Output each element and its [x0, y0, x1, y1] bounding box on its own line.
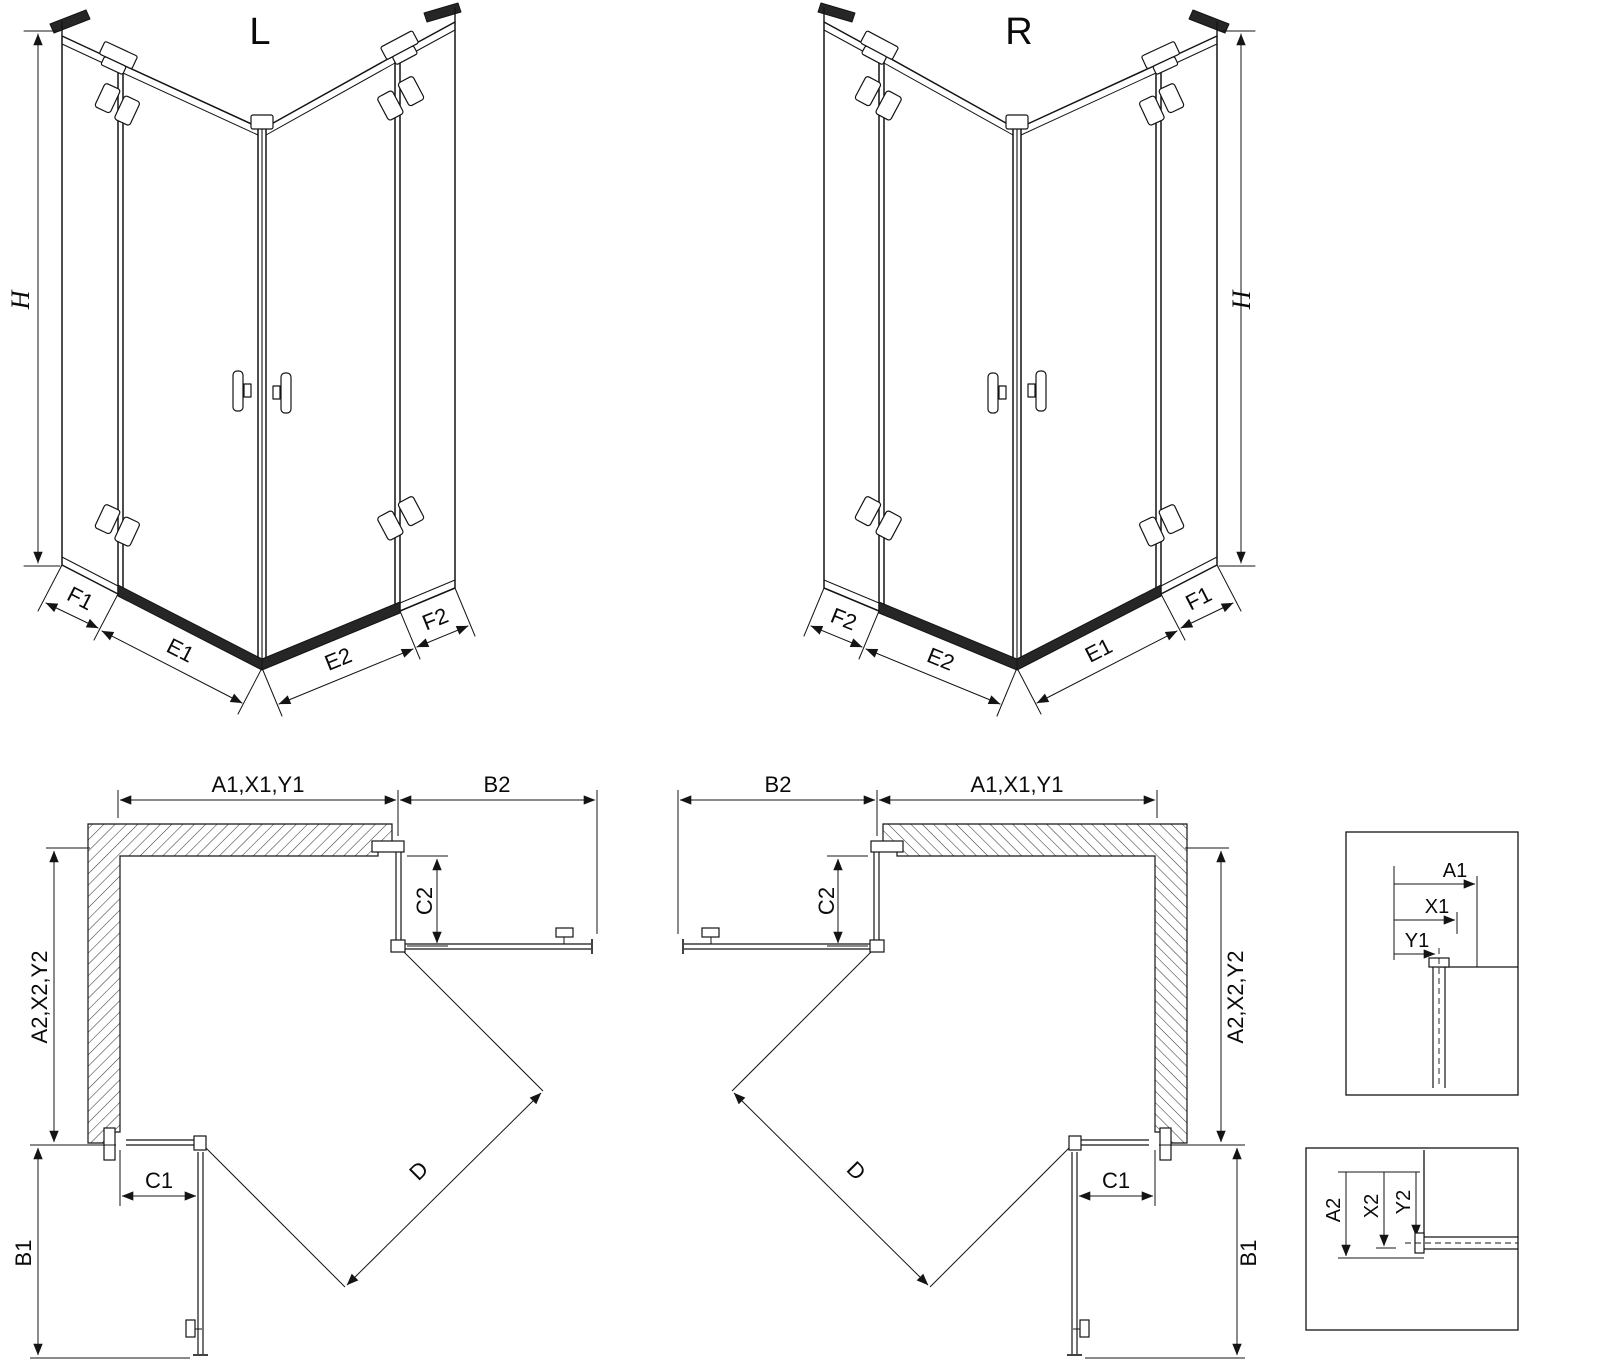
labels: L H F1 E1 E2 F2 R H F2 E2 E1 F1 A1,X1,Y1…	[6, 11, 1467, 1266]
right-view-label: R	[1005, 11, 1032, 53]
plan-left-width-dim: A1,X1,Y1	[212, 772, 305, 797]
right-3d-view-art	[804, 3, 1255, 716]
left-plan-art	[30, 790, 597, 1358]
plan-right-width-dim: A1,X1,Y1	[971, 772, 1064, 797]
plan-left-door-open-dim: B2	[484, 772, 511, 797]
plan-right-door-open2-dim: B1	[1236, 1240, 1261, 1267]
detail-top-a1-label: A1	[1443, 860, 1467, 882]
plan-right-fixed-panel2-dim: C1	[1102, 1168, 1130, 1193]
plan-right-diagonal-dim: D	[842, 1156, 871, 1185]
height-dim-label-right: H	[1227, 289, 1256, 310]
dim-label-e2-left: E2	[321, 642, 355, 675]
plan-left-fixed-panel2-dim: C1	[145, 1168, 173, 1193]
detail-bottom-x2-label: X2	[1361, 1194, 1383, 1218]
glass-profile-section	[1432, 967, 1446, 1088]
left-3d-view-art	[24, 3, 475, 716]
dim-label-f1-left: F1	[63, 581, 97, 615]
plan-left-diagonal-dim: D	[404, 1156, 433, 1185]
dim-label-e1-left: E1	[163, 633, 198, 667]
glass-profile-section	[1424, 1236, 1518, 1250]
detail-bottom-frame	[1305, 1147, 1519, 1331]
height-dim-label-left: H	[6, 289, 35, 310]
plan-left-door-open2-dim: B1	[11, 1240, 36, 1267]
detail-box-bottom	[1305, 1147, 1519, 1331]
dim-label-f2-right: F2	[827, 603, 860, 636]
detail-top-y1-label: Y1	[1405, 930, 1429, 952]
dim-label-f1-right: F1	[1181, 581, 1215, 615]
dim-label-e2-right: E2	[924, 642, 958, 675]
dim-label-f2-left: F2	[419, 603, 452, 636]
detail-box-top	[1345, 831, 1519, 1096]
left-view-label: L	[249, 11, 270, 53]
detail-bottom-a2-label: A2	[1323, 1198, 1345, 1222]
detail-top-x1-label: X1	[1425, 896, 1449, 918]
plan-right-door-open-dim: B2	[765, 772, 792, 797]
plan-right-depth-dim: A2,X2,Y2	[1223, 951, 1248, 1044]
detail-top-frame	[1345, 831, 1519, 1096]
detail-bottom-y2-label: Y2	[1393, 1190, 1415, 1214]
dim-label-e1-right: E1	[1081, 633, 1116, 667]
plan-left-fixed-panel-dim: C2	[412, 887, 437, 915]
plan-right-fixed-panel-dim: C2	[814, 887, 839, 915]
right-plan-art	[678, 790, 1245, 1358]
plan-left-depth-dim: A2,X2,Y2	[27, 951, 52, 1044]
